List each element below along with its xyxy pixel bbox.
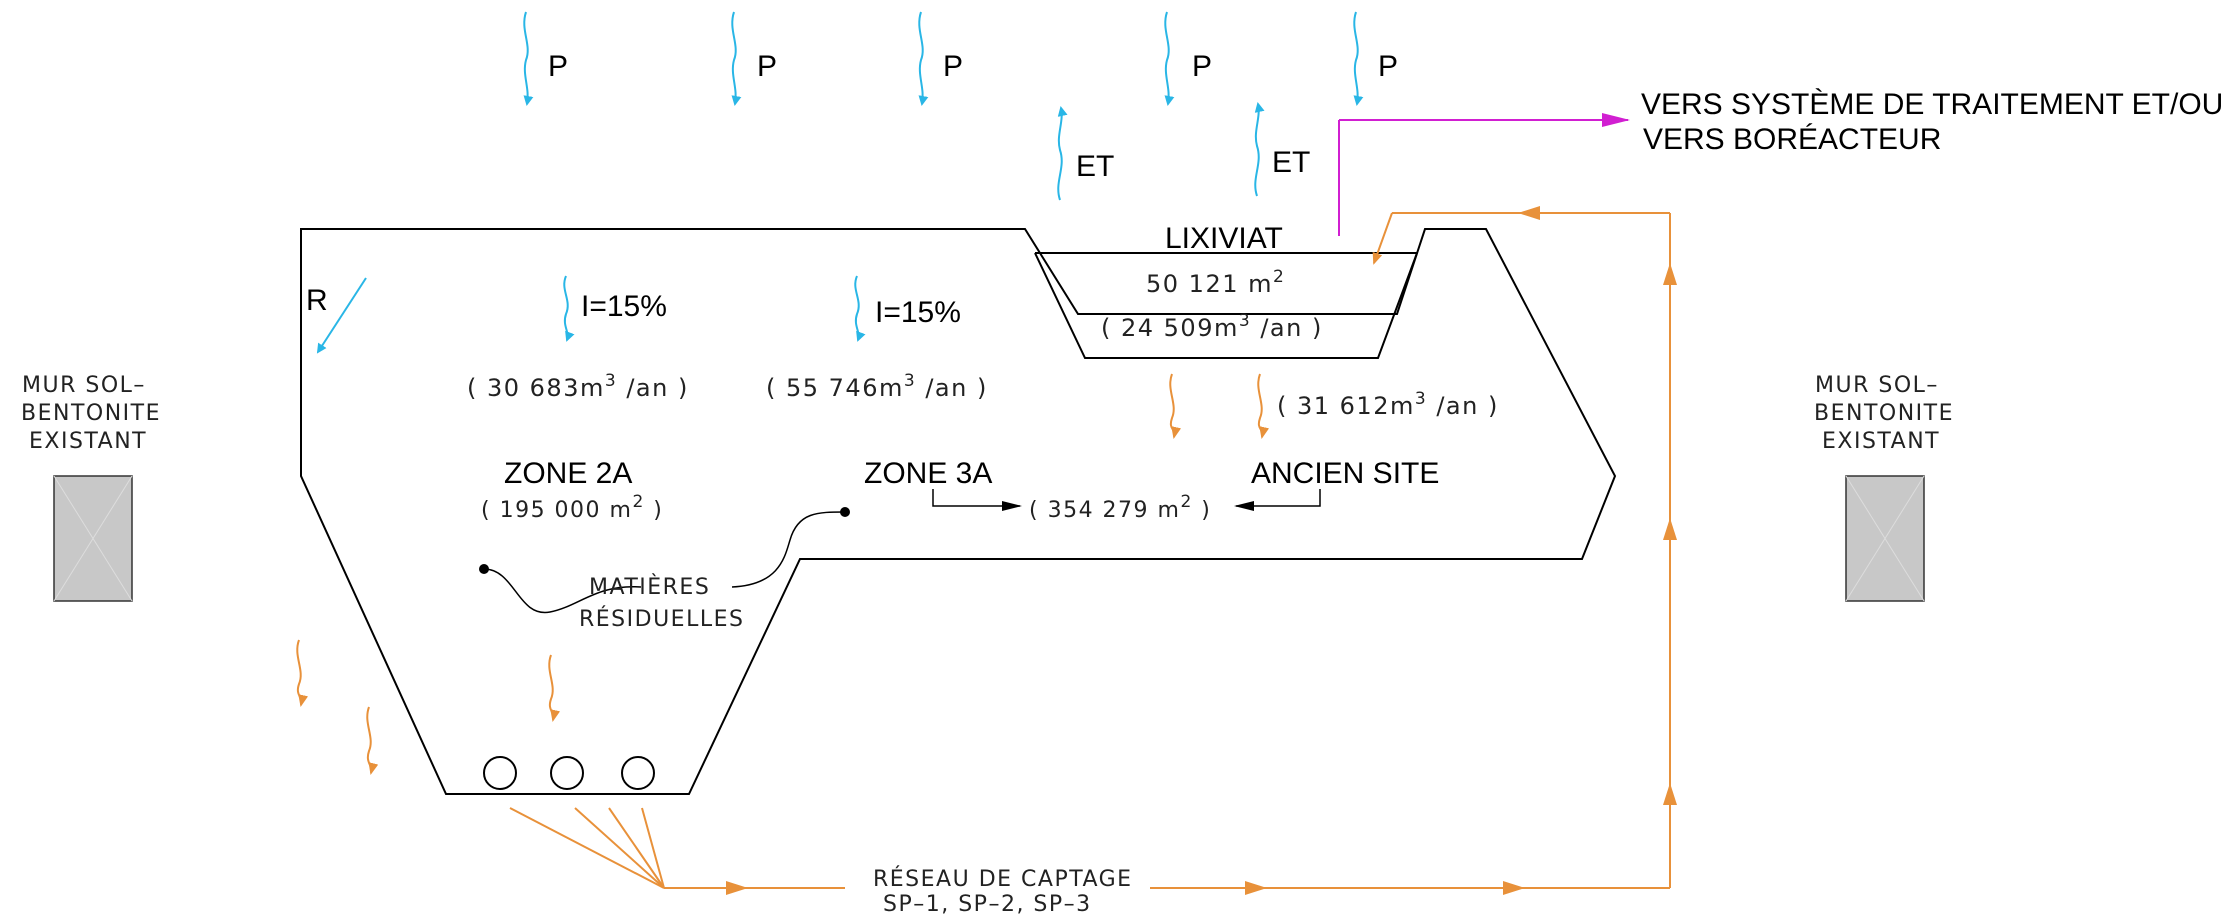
collection-pipes [483, 756, 655, 790]
runoff-label: R [306, 284, 328, 317]
residuelles-label: RÉSIDUELLES [579, 606, 744, 632]
wall-left [53, 475, 133, 602]
lixiviat-flow: ( 24 509m3 /an ) [1101, 311, 1323, 342]
zone3a-area: ( 354 279 m2 ) [1029, 492, 1211, 523]
infiltration-label: I=15% [581, 290, 667, 323]
precipitation-arrows [316, 11, 1364, 354]
zone-callouts [483, 489, 1321, 614]
network-label-2: SP–1, SP–2, SP–3 [883, 892, 1092, 917]
infiltration-label: I=15% [875, 296, 961, 329]
wall-right-label-2: BENTONITE [1814, 401, 1954, 426]
landfill-outline [300, 228, 1617, 795]
p-label: P [943, 50, 963, 83]
zone3a-flow: ( 55 746m3 /an ) [766, 371, 988, 402]
pipe-circle [483, 756, 517, 790]
leachate-drip-arrow [296, 639, 309, 707]
lixiviat-title: LIXIVIAT [1165, 222, 1283, 255]
precip-arrow [523, 11, 534, 106]
ancien-site-title: ANCIEN SITE [1251, 457, 1439, 490]
zone2a-area: ( 195 000 m2 ) [481, 492, 663, 523]
leachate-drip-arrow [548, 654, 561, 722]
wall-left-label-2: BENTONITE [21, 401, 161, 426]
precip-arrow [918, 11, 929, 106]
et-arrow [1254, 102, 1265, 197]
et-arrow [1057, 106, 1068, 201]
leachate-drip-arrow [366, 706, 379, 775]
precip-arrow [731, 11, 742, 106]
wall-right-label-1: MUR SOL– [1815, 373, 1939, 398]
p-label: P [1378, 50, 1398, 83]
network-return [1372, 212, 1393, 265]
wall-right [1845, 475, 1925, 602]
et-label: ET [1076, 150, 1114, 183]
zone3a-title: ZONE 3A [864, 457, 992, 490]
et-label: ET [1272, 146, 1310, 179]
leachate-arrows [296, 373, 1270, 775]
zone2a-title: ZONE 2A [504, 457, 632, 490]
treatment-label-1: VERS SYSTÈME DE TRAITEMENT ET/OU [1641, 88, 2223, 121]
ancien-site-flow: ( 31 612m3 /an ) [1277, 389, 1499, 420]
runoff-arrow [316, 277, 367, 354]
wall-right-label-3: EXISTANT [1822, 429, 1940, 454]
leachate-pond-bottom [1034, 252, 1418, 359]
pipe-circle [550, 756, 584, 790]
collection-network [509, 206, 1677, 895]
treatment-line [1338, 113, 1630, 236]
leachate-drip-arrow [1257, 373, 1270, 439]
wall-left-label-1: MUR SOL– [22, 373, 146, 398]
infiltration-arrow [854, 275, 866, 342]
p-label: P [548, 50, 568, 83]
matieres-label: MATIÈRES [589, 574, 710, 600]
precip-arrow [1353, 11, 1364, 106]
p-label: P [757, 50, 777, 83]
zone2a-flow: ( 30 683m3 /an ) [467, 371, 689, 402]
p-label: P [1192, 50, 1212, 83]
precip-arrow [1164, 11, 1175, 106]
treatment-label-2: VERS BORÉACTEUR [1643, 123, 1941, 156]
infiltration-arrow [563, 275, 575, 342]
leader-dot [840, 507, 850, 517]
leachate-drip-arrow [1169, 373, 1182, 439]
leader-dot [479, 564, 489, 574]
network-label-1: RÉSEAU DE CAPTAGE [873, 866, 1133, 892]
pipe-circle [621, 756, 655, 790]
wall-left-label-3: EXISTANT [29, 429, 147, 454]
lixiviat-area: 50 121 m2 [1146, 267, 1285, 298]
